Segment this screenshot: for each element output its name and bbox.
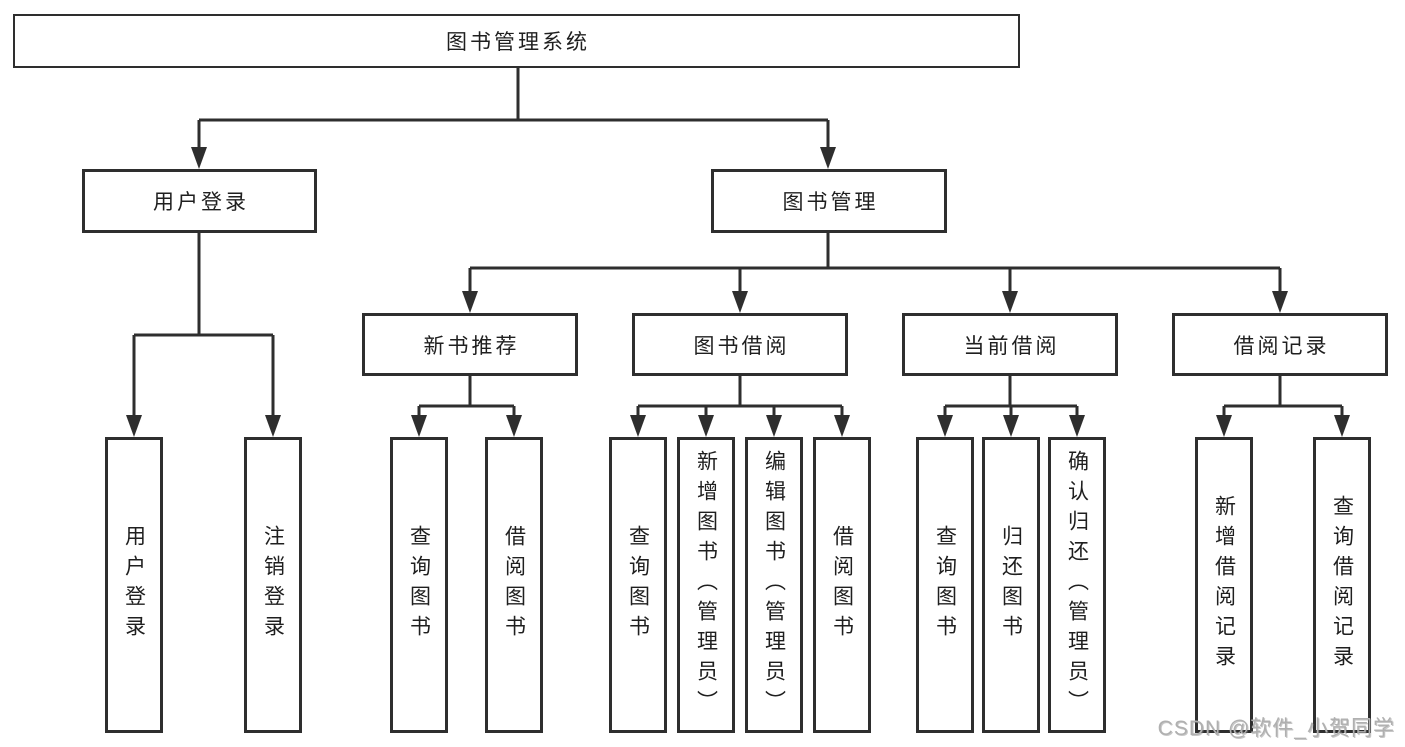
node-new-book-recommend: 新书推荐 bbox=[362, 313, 578, 376]
leaf-current-query-label: 查询图书 bbox=[933, 525, 957, 645]
node-user-login: 用户登录 bbox=[82, 169, 317, 233]
leaf-logout-label: 注销登录 bbox=[261, 525, 285, 645]
leaf-current-query: 查询图书 bbox=[916, 437, 974, 733]
node-user-login-label: 用户登录 bbox=[153, 191, 249, 214]
leaf-borrow-edit-admin: 编辑图书（管理员） bbox=[745, 437, 803, 733]
leaf-borrow-borrow: 借阅图书 bbox=[813, 437, 871, 733]
leaf-current-return-label: 归还图书 bbox=[999, 525, 1023, 645]
leaf-logout: 注销登录 bbox=[244, 437, 302, 733]
node-borrow-records-label: 借阅记录 bbox=[1233, 334, 1330, 358]
leaf-borrow-borrow-label: 借阅图书 bbox=[830, 525, 854, 645]
leaf-records-query: 查询借阅记录 bbox=[1313, 437, 1371, 733]
node-root-label: 图书管理系统 bbox=[446, 31, 590, 54]
node-current-borrow-label: 当前借阅 bbox=[963, 334, 1060, 358]
node-book-management-label: 图书管理 bbox=[782, 191, 879, 214]
node-book-borrow: 图书借阅 bbox=[632, 313, 848, 376]
leaf-borrow-query-label: 查询图书 bbox=[626, 525, 650, 645]
leaf-records-query-label: 查询借阅记录 bbox=[1330, 495, 1354, 675]
leaf-user-login: 用户登录 bbox=[105, 437, 163, 733]
node-borrow-records: 借阅记录 bbox=[1172, 313, 1388, 376]
leaf-newbook-query-label: 查询图书 bbox=[407, 525, 431, 645]
leaf-newbook-borrow: 借阅图书 bbox=[485, 437, 543, 733]
node-current-borrow: 当前借阅 bbox=[902, 313, 1118, 376]
node-book-borrow-label: 图书借阅 bbox=[693, 334, 790, 358]
leaf-borrow-add-admin: 新增图书（管理员） bbox=[677, 437, 735, 733]
leaf-user-login-label: 用户登录 bbox=[122, 525, 146, 645]
leaf-newbook-borrow-label: 借阅图书 bbox=[502, 525, 526, 645]
leaf-records-add: 新增借阅记录 bbox=[1195, 437, 1253, 733]
leaf-current-return: 归还图书 bbox=[982, 437, 1040, 733]
leaf-borrow-edit-admin-label: 编辑图书（管理员） bbox=[762, 450, 786, 720]
node-root: 图书管理系统 bbox=[13, 14, 1020, 68]
leaf-current-confirm-admin: 确认归还（管理员） bbox=[1048, 437, 1106, 733]
leaf-current-confirm-admin-label: 确认归还（管理员） bbox=[1065, 450, 1089, 720]
leaf-borrow-add-admin-label: 新增图书（管理员） bbox=[694, 450, 718, 720]
node-book-management: 图书管理 bbox=[711, 169, 947, 233]
leaf-borrow-query: 查询图书 bbox=[609, 437, 667, 733]
leaf-newbook-query: 查询图书 bbox=[390, 437, 448, 733]
node-new-book-recommend-label: 新书推荐 bbox=[423, 334, 520, 358]
leaf-records-add-label: 新增借阅记录 bbox=[1212, 495, 1236, 675]
